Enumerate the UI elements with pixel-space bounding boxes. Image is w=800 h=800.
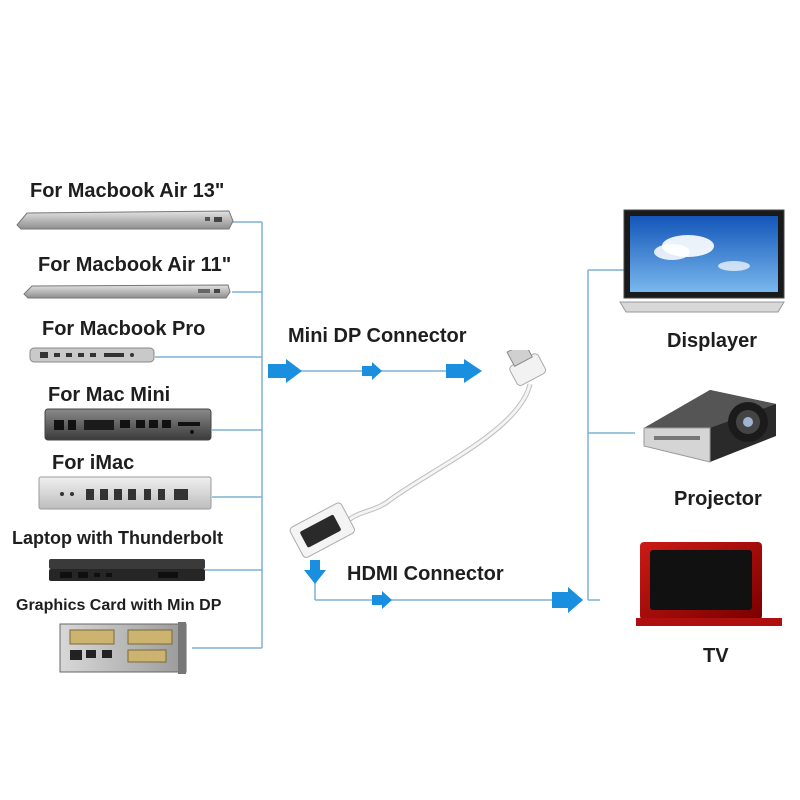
macbook-air-11-icon	[23, 284, 231, 299]
output-label-tv: TV	[703, 645, 729, 667]
arrow-right-icon	[372, 591, 392, 609]
tv-icon	[636, 542, 782, 626]
imac-ports-icon	[38, 476, 212, 510]
arrow-right-icon	[268, 359, 302, 383]
macbook-air-13-icon	[16, 210, 234, 230]
mac-mini-icon	[44, 408, 212, 441]
source-label-macbook-air-13: For Macbook Air 13"	[30, 180, 225, 202]
monitor-icon	[619, 209, 785, 313]
arrow-right-icon	[552, 587, 583, 613]
arrow-right-icon	[446, 359, 482, 383]
projector-icon	[643, 390, 776, 463]
arrow-right-icon	[362, 362, 382, 380]
source-label-macbook-air-11: For Macbook Air 11"	[38, 254, 232, 276]
output-label-displayer: Displayer	[667, 330, 758, 352]
adapter-cable-icon	[289, 350, 547, 558]
source-label-thunderbolt-laptop: Laptop with Thunderbolt	[12, 528, 223, 548]
output-label-projector: Projector	[674, 488, 762, 510]
hdmi-connector-label: HDMI Connector	[347, 563, 504, 585]
arrow-down-icon	[304, 560, 326, 584]
macbook-pro-icon	[29, 347, 155, 363]
source-label-mac-mini: For Mac Mini	[48, 384, 171, 406]
graphics-card-icon	[59, 622, 187, 674]
source-label-macbook-pro: For Macbook Pro	[42, 318, 206, 340]
thunderbolt-laptop-icon	[49, 559, 205, 581]
source-label-graphics-card: Graphics Card with Min DP	[16, 597, 222, 614]
source-label-imac: For iMac	[52, 452, 135, 474]
mini-dp-connector-label: Mini DP Connector	[288, 325, 467, 347]
